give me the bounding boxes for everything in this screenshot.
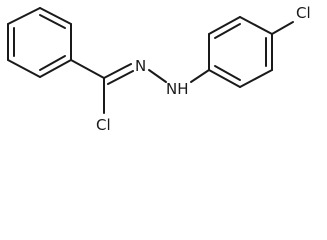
bond-ring-to-cl	[271, 21, 294, 35]
bond-ring2-inner-c	[214, 65, 241, 81]
bond-ring1-inner-a	[39, 14, 66, 29]
bond-c-n-double-b	[107, 70, 134, 85]
right-benzene-ring	[208, 16, 273, 88]
left-benzene-ring	[7, 7, 72, 78]
bond-ring1-inner-b	[39, 55, 66, 71]
structure-diagram: N NH Cl Cl	[7, 4, 311, 134]
bond-c-n-double-a	[103, 63, 132, 79]
atom-label-nh: NH	[166, 80, 189, 98]
atom-label-n-imine: N	[135, 57, 146, 75]
bond-ring2-2	[208, 16, 241, 35]
bond-ring2-3	[239, 16, 273, 35]
bond-ring2-5	[239, 69, 273, 88]
atom-label-cl-carbon: Cl	[96, 116, 111, 134]
molecule-drawing: N NH Cl Cl	[7, 4, 311, 134]
bond-ring2-6	[208, 69, 241, 88]
bond-ring1-1	[39, 7, 72, 25]
bond-ring1-6	[7, 7, 41, 25]
bond-nh-to-ring	[190, 69, 210, 83]
bond-ring2-inner-a	[214, 23, 241, 39]
bond-ring1-4	[7, 59, 41, 78]
bond-ring1-3	[39, 59, 72, 78]
atom-label-cl-para: Cl	[296, 4, 311, 22]
bond-n-n	[148, 69, 167, 83]
bond-ring-to-carbon	[70, 59, 105, 79]
